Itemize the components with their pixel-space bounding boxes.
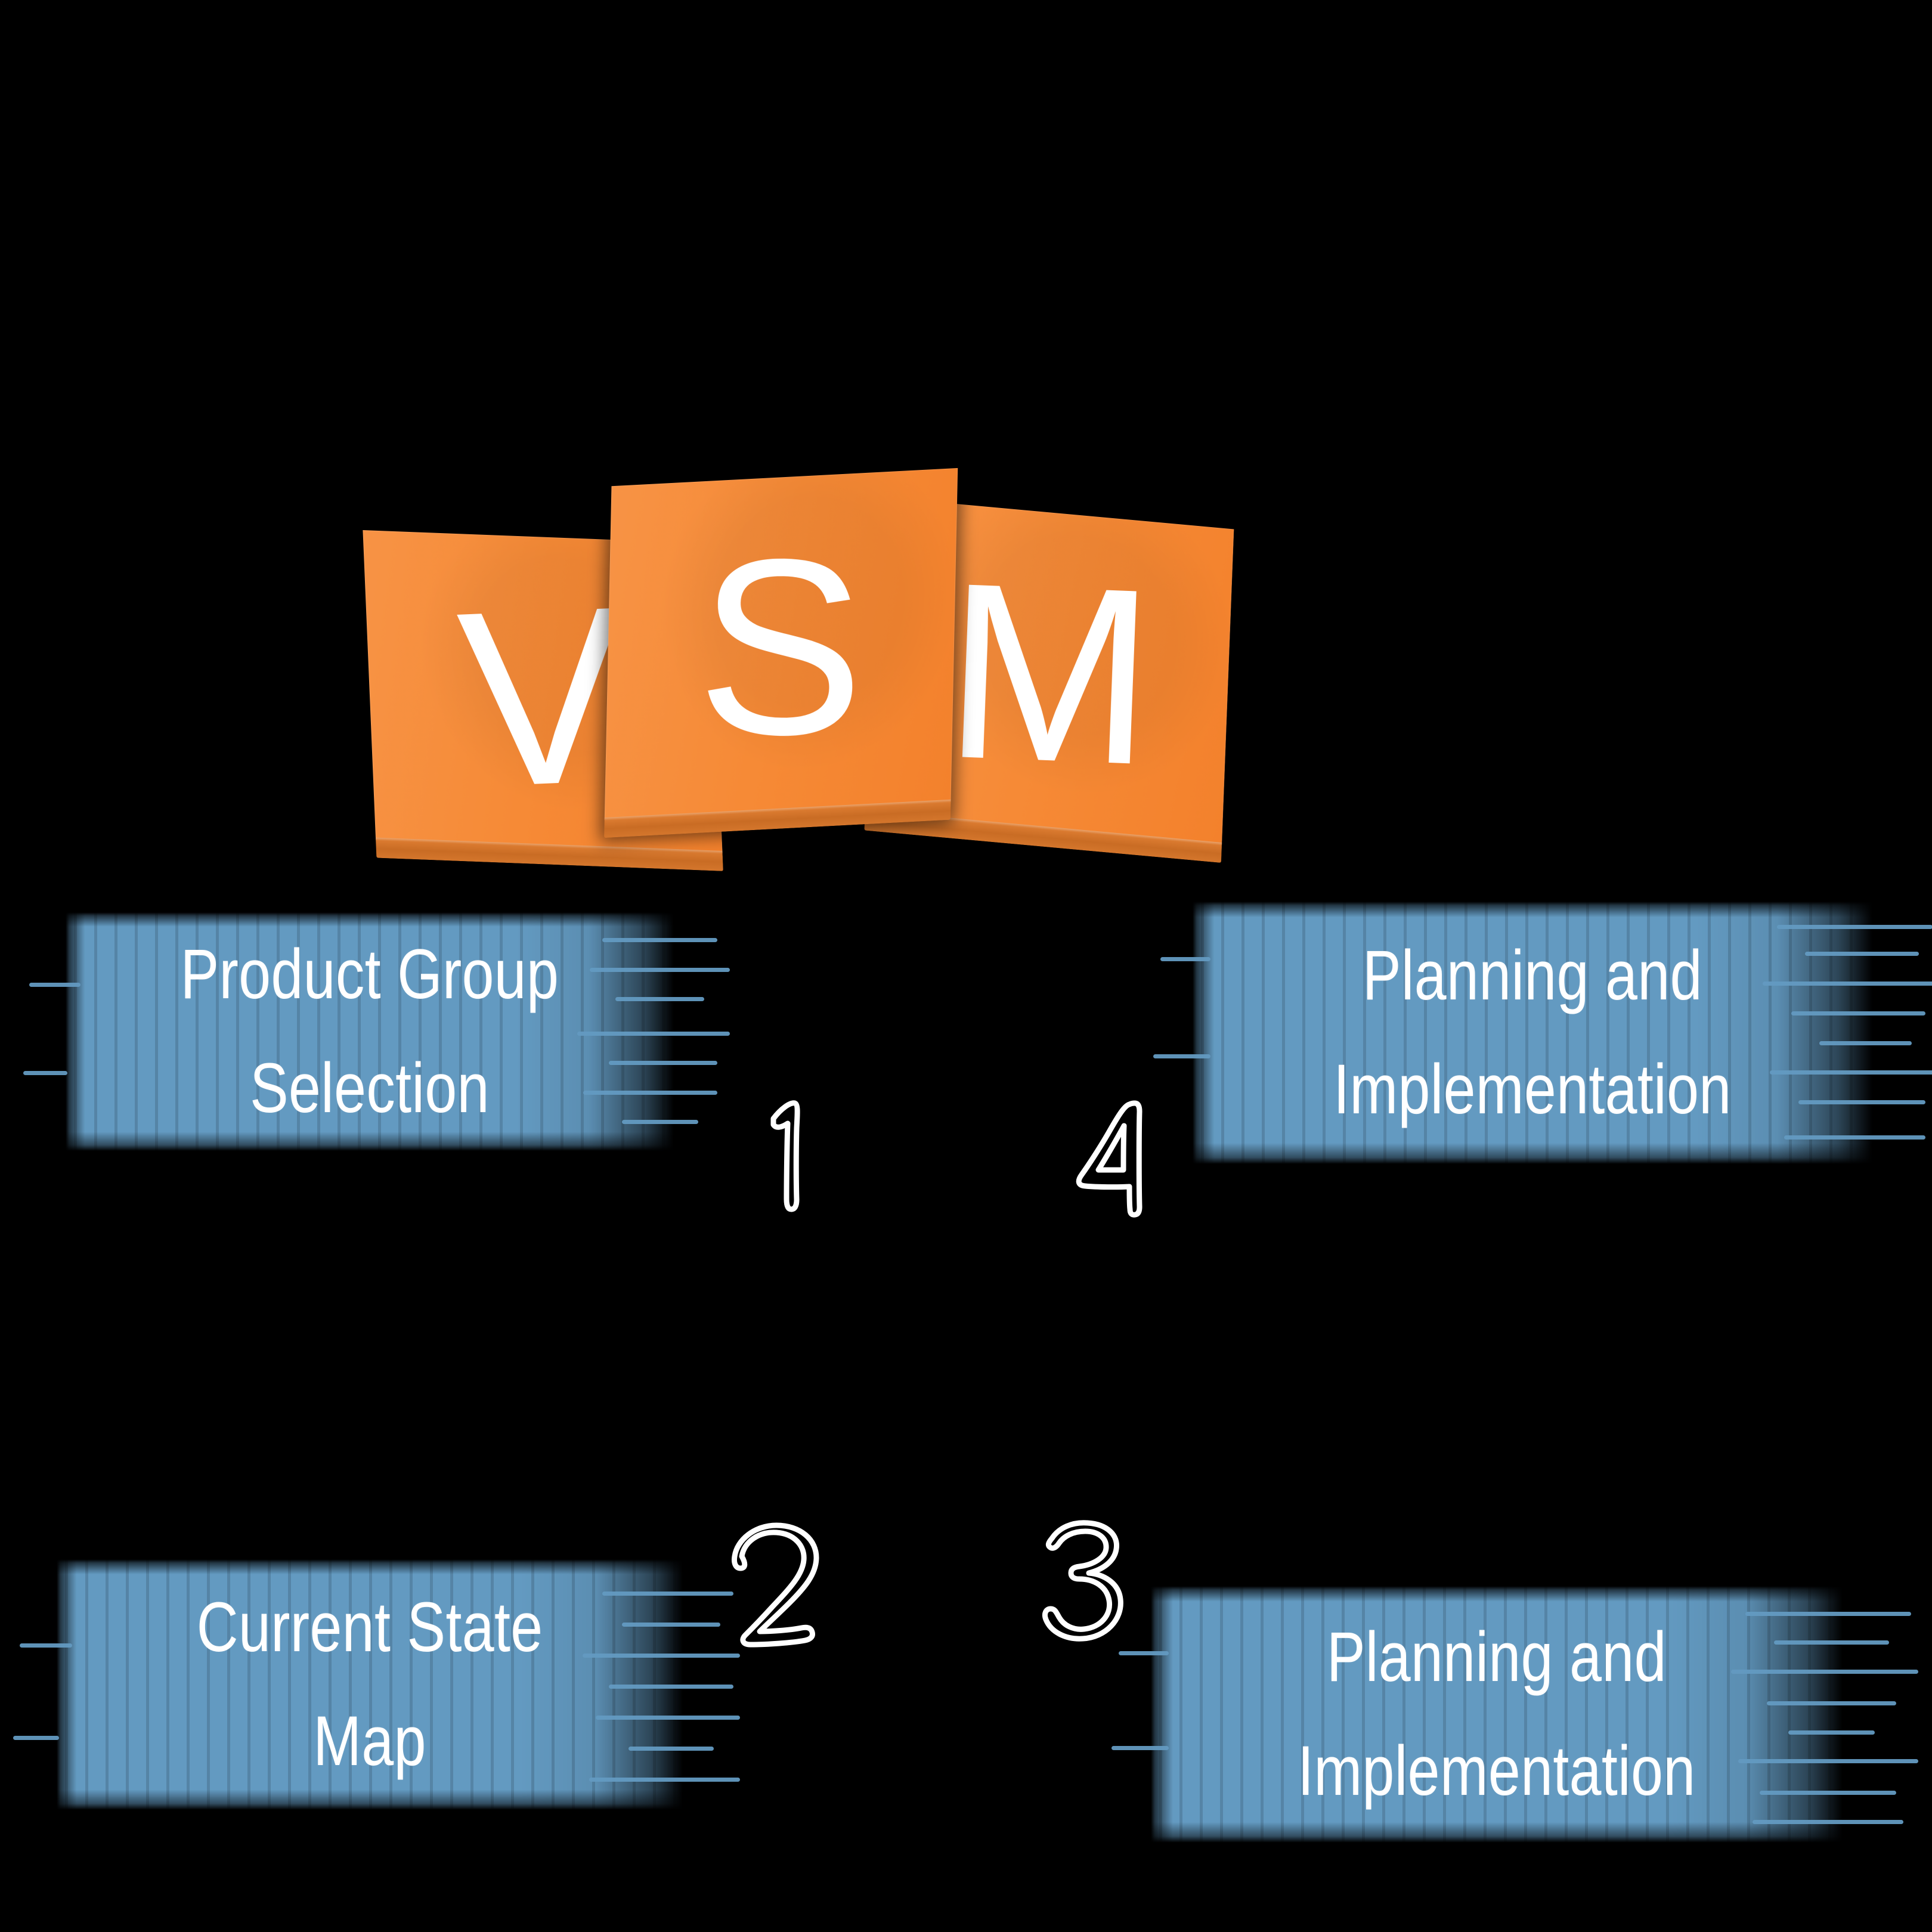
- step-number-4: [1067, 1096, 1157, 1221]
- step-block-planning-implementation-bottom: Planning and Implementation: [1111, 1586, 1918, 1843]
- step-number-2: [729, 1519, 827, 1654]
- brush-stroke-background: [1151, 1586, 1843, 1843]
- brush-stroke-background: [1193, 902, 1872, 1164]
- step-block-current-state-map: Current State Map: [13, 1559, 740, 1810]
- step-label: Planning and Implementation: [1298, 1617, 1696, 1810]
- brush-stroke-background: [57, 1559, 683, 1810]
- step-block-planning-implementation-top: Planning and Implementation: [1153, 902, 1932, 1164]
- step-label: Planning and Implementation: [1333, 936, 1732, 1129]
- step-label: Product Group Selection: [180, 934, 559, 1128]
- step-number-1: [760, 1097, 832, 1216]
- brush-stroke-background: [66, 912, 674, 1151]
- logo-tile-s: S: [600, 465, 962, 842]
- step-number-3: [1038, 1517, 1133, 1649]
- vsm-logo: V M S: [359, 465, 1443, 918]
- step-label: Current State Map: [196, 1587, 543, 1781]
- step-block-product-group-selection: Product Group Selection: [23, 912, 730, 1151]
- logo-letter-s: S: [694, 506, 868, 789]
